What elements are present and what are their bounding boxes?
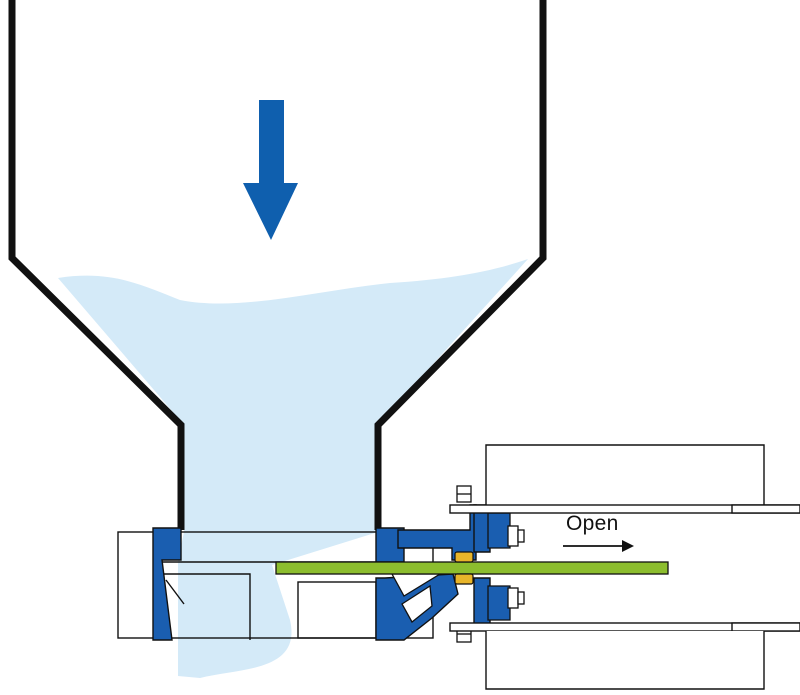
slide-gate [275,561,669,575]
gland-seal [454,551,474,585]
bulk-material [58,259,528,678]
seal-housing [397,504,477,561]
left-flange [152,527,182,641]
hopper-wall [374,0,547,530]
direction-label: Open [566,512,619,535]
hopper-wall [8,0,185,530]
right-arrow-icon [563,540,634,552]
support-strut [390,573,443,623]
actuator-frame [449,444,800,690]
down-arrow-icon [243,100,298,240]
